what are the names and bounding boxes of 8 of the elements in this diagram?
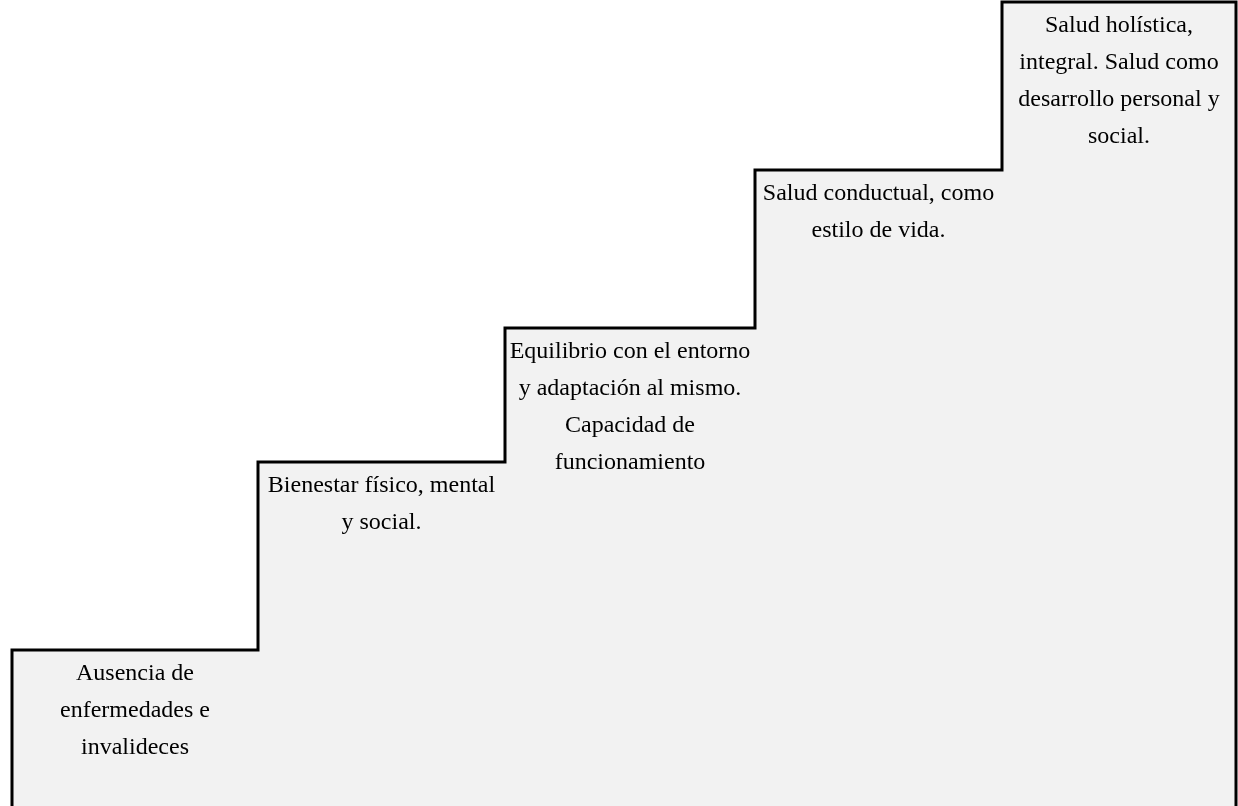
step-text: Salud holística, integral. Salud como desarrollo personal y social. bbox=[1017, 10, 1221, 150]
step-text: Bienestar físico, mental y social. bbox=[266, 470, 497, 536]
step-text: Salud conductual, como estilo de vida. bbox=[761, 178, 996, 244]
step-text: Ausencia de enfermedades e invalideces bbox=[59, 658, 211, 761]
stair-step bbox=[1002, 2, 1236, 806]
step-text: Equilibrio con el entorno y adaptación al mismo. Capacidad de funcionamiento bbox=[508, 336, 752, 476]
stair-step bbox=[12, 650, 258, 806]
stair-step bbox=[258, 462, 505, 806]
